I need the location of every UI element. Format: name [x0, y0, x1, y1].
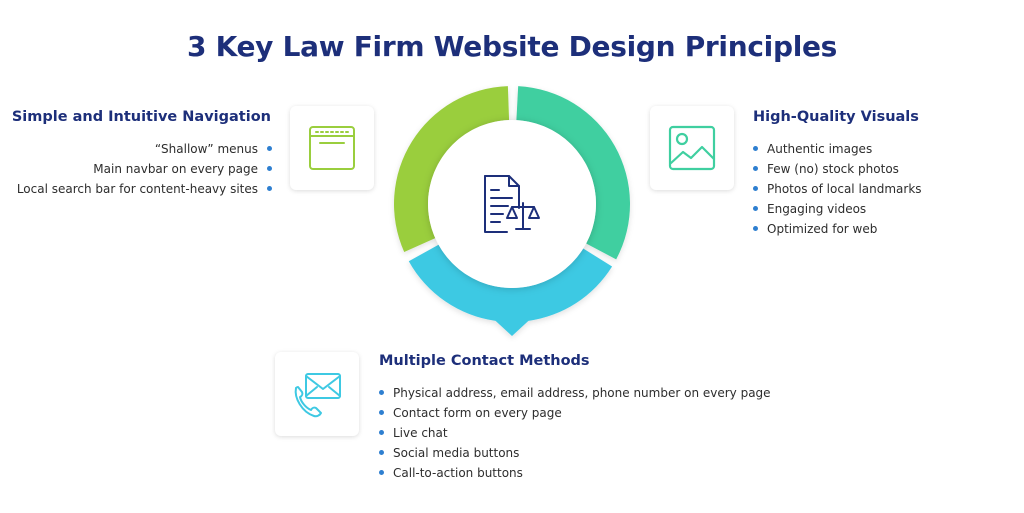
ring-segment-visuals [516, 86, 631, 260]
visuals-icon-box [650, 106, 734, 190]
contact-icon-box [275, 352, 359, 436]
list-item: “Shallow” menus [17, 139, 273, 159]
browser-window-icon [309, 126, 355, 170]
navigation-icon-box [290, 106, 374, 190]
ring-segment-contact [408, 244, 613, 336]
list-item: Main navbar on every page [17, 159, 273, 179]
list-item: Contact form on every page [379, 403, 771, 423]
contact-list: Physical address, email address, phone n… [379, 383, 771, 483]
list-item: Local search bar for content-heavy sites [17, 179, 273, 199]
visuals-list: Authentic images Few (no) stock photos P… [753, 139, 922, 239]
list-item: Authentic images [753, 139, 922, 159]
list-item: Live chat [379, 423, 771, 443]
envelope-phone-icon [294, 373, 341, 418]
list-item: Few (no) stock photos [753, 159, 922, 179]
page-title: 3 Key Law Firm Website Design Principles [186, 30, 838, 63]
navigation-list: “Shallow” menus Main navbar on every pag… [17, 139, 273, 199]
contact-heading: Multiple Contact Methods [379, 353, 590, 369]
legal-document-scales-icon [484, 175, 540, 233]
list-item: Physical address, email address, phone n… [379, 383, 771, 403]
navigation-heading: Simple and Intuitive Navigation [11, 109, 271, 125]
list-item: Optimized for web [753, 219, 922, 239]
center-circle [428, 120, 596, 288]
image-icon [668, 125, 716, 171]
list-item: Engaging videos [753, 199, 922, 219]
visuals-heading: High-Quality Visuals [753, 109, 919, 125]
list-item: Call-to-action buttons [379, 463, 771, 483]
list-item: Social media buttons [379, 443, 771, 463]
ring-segment-navigation [393, 86, 510, 252]
list-item: Photos of local landmarks [753, 179, 922, 199]
